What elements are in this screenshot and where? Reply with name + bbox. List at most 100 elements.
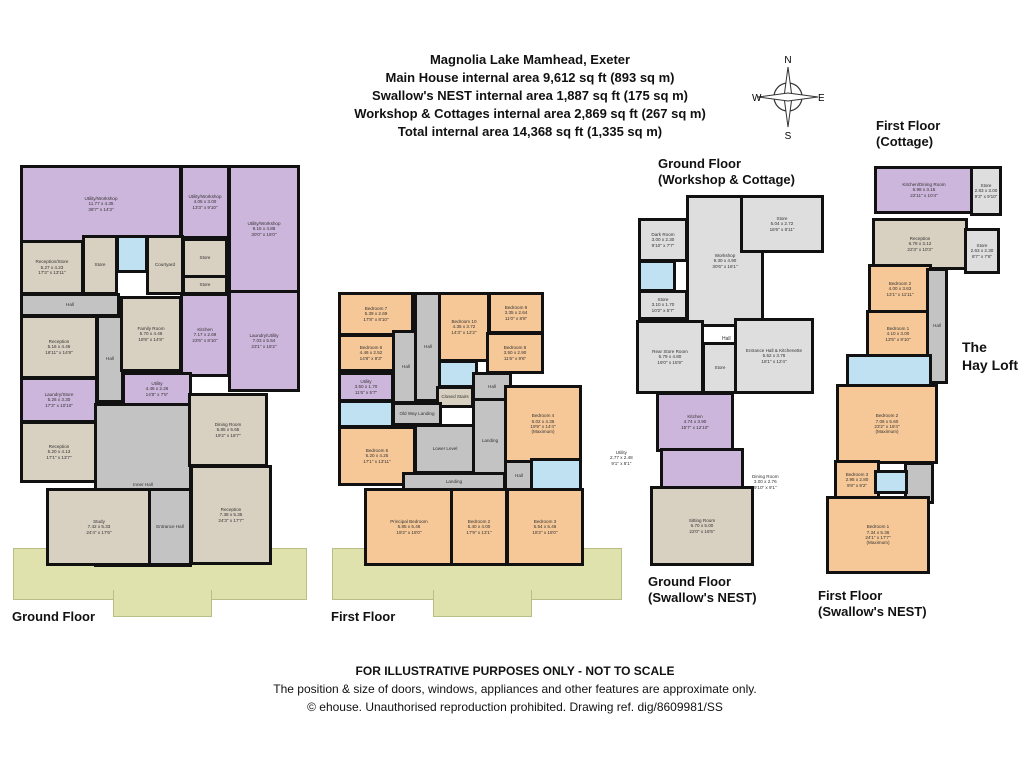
room-metric: 3.35 x 2.64: [504, 310, 528, 316]
room-name: Family Room: [137, 325, 165, 331]
room-old-way-landing: Old Way Landing: [392, 402, 442, 426]
room-name: Study: [93, 518, 105, 524]
room-name: Closed Stairs: [441, 394, 469, 400]
room-note: (Maximum): [866, 540, 890, 546]
room-metric: 4.10 x 3.00: [886, 331, 910, 337]
room-bathroom: [338, 400, 394, 428]
room-metric: 5.40 x 4.00: [467, 524, 491, 530]
room-metric: 3.50 x 1.70: [354, 384, 378, 390]
label-line: First Floor: [876, 118, 941, 133]
room-metric: 3.10 x 1.70: [651, 302, 675, 308]
header: Magnolia Lake Mamhead, Exeter Main House…: [230, 51, 830, 141]
room-imperial: 22'11" x 10'4": [910, 192, 938, 198]
compass-icon: N S W E: [752, 54, 825, 142]
room-imperial: 14'8" x 8'3": [359, 355, 383, 361]
room-name: Landing: [481, 438, 499, 444]
room-name: Reception: [48, 338, 70, 344]
room-imperial: 17'8" x 8'10": [363, 316, 389, 322]
room-name: Bedroom 3: [533, 518, 557, 524]
footer: FOR ILLUSTRATIVE PURPOSES ONLY - NOT TO …: [200, 662, 830, 716]
room-name: Utility: [151, 380, 163, 386]
room-imperial: 9'10" x 7'7": [651, 242, 675, 248]
area-main-house: Main House internal area 9,612 sq ft (89…: [385, 70, 675, 85]
room-imperial: 19'0" x 15'9": [657, 359, 683, 365]
room-metric: 4.00 x 3.63: [888, 286, 912, 292]
room-metric: 5.04 x 2.72: [770, 221, 794, 227]
room-name: Workshop: [714, 252, 736, 258]
room-metric: 6.98 x 3.15: [912, 187, 936, 193]
room-bathroom: [116, 235, 148, 273]
room-bathroom: [874, 470, 908, 494]
room-metric: 11.77 x 4.35: [88, 201, 114, 207]
compass-e: E: [818, 93, 824, 104]
room-label-hall-workshop: Hall: [722, 336, 731, 342]
label-line: The: [962, 339, 987, 355]
room-metric: 3.00 x 2.30: [651, 237, 675, 243]
room-imperial: 16'11" x 14'8": [45, 349, 73, 355]
room-metric: 9.15 x 4.88: [252, 226, 276, 232]
room-name: Reception/Store: [35, 259, 69, 265]
room-name: Lower Level: [432, 446, 458, 452]
room-name: Store: [199, 255, 211, 261]
room-imperial: 23'2" x 18'4": [874, 424, 900, 429]
room-bathroom: [846, 354, 932, 388]
room-imperial: 19'9" x 14'4": [530, 424, 556, 429]
label-line: (Swallow's NEST): [648, 590, 757, 605]
copyright: © ehouse. Unauthorised reproduction proh…: [307, 700, 723, 714]
room-metric: 4.74 x 3.90: [683, 419, 707, 425]
room-lower-level: Lower Level: [414, 424, 476, 474]
room-name: Laundry/Utility: [249, 332, 279, 338]
terrace-ground-step: [113, 590, 212, 617]
room-imperial: 24'4" x 17'6": [86, 529, 112, 535]
room-name: Hall: [402, 364, 410, 370]
room-metric: 5.54 x 5.46: [533, 524, 557, 530]
room-metric: 3.50 x 2.90: [503, 350, 527, 356]
room-metric: 7.06 x 5.60: [875, 418, 899, 424]
room-note: (Maximum): [531, 429, 555, 435]
room-name: Utility/Workshop: [188, 193, 222, 199]
room-imperial: 13'1" x 11'11": [886, 291, 914, 297]
room-store: Store: [82, 235, 118, 295]
room-bathroom: [530, 458, 582, 492]
room-closed-stairs: Closed Stairs: [436, 386, 474, 408]
room-imperial: 18'1" x 12'4": [761, 358, 787, 364]
room-courtyard: Courtyard: [146, 235, 184, 295]
room-name: Reception: [48, 443, 70, 449]
room-metric: 6.02 x 4.36: [531, 418, 555, 424]
room-imperial: 23'1" x 18'2": [251, 343, 277, 349]
room-name: Dining Room: [214, 421, 242, 427]
room-name: Kitchen/Dining Room: [902, 181, 946, 187]
room-imperial: 17'1" x 13'7": [46, 454, 72, 460]
room-imperial: 11'0" x 8'8": [504, 315, 528, 321]
room-metric: 7.03 x 5.54: [252, 338, 276, 344]
area-total: Total internal area 14,368 sq ft (1,335 …: [397, 124, 663, 139]
room-store: Store: [182, 275, 228, 295]
room-imperial: 17'1" x 13'11": [363, 458, 391, 464]
room-metric: 5.20 x 4.25: [365, 453, 389, 459]
room-name: Hall: [66, 302, 74, 308]
room-name: Principal Bedroom: [390, 518, 428, 524]
room-metric: 9.30 x 4.90: [713, 258, 737, 264]
label-ground-floor: Ground Floor: [12, 609, 96, 624]
